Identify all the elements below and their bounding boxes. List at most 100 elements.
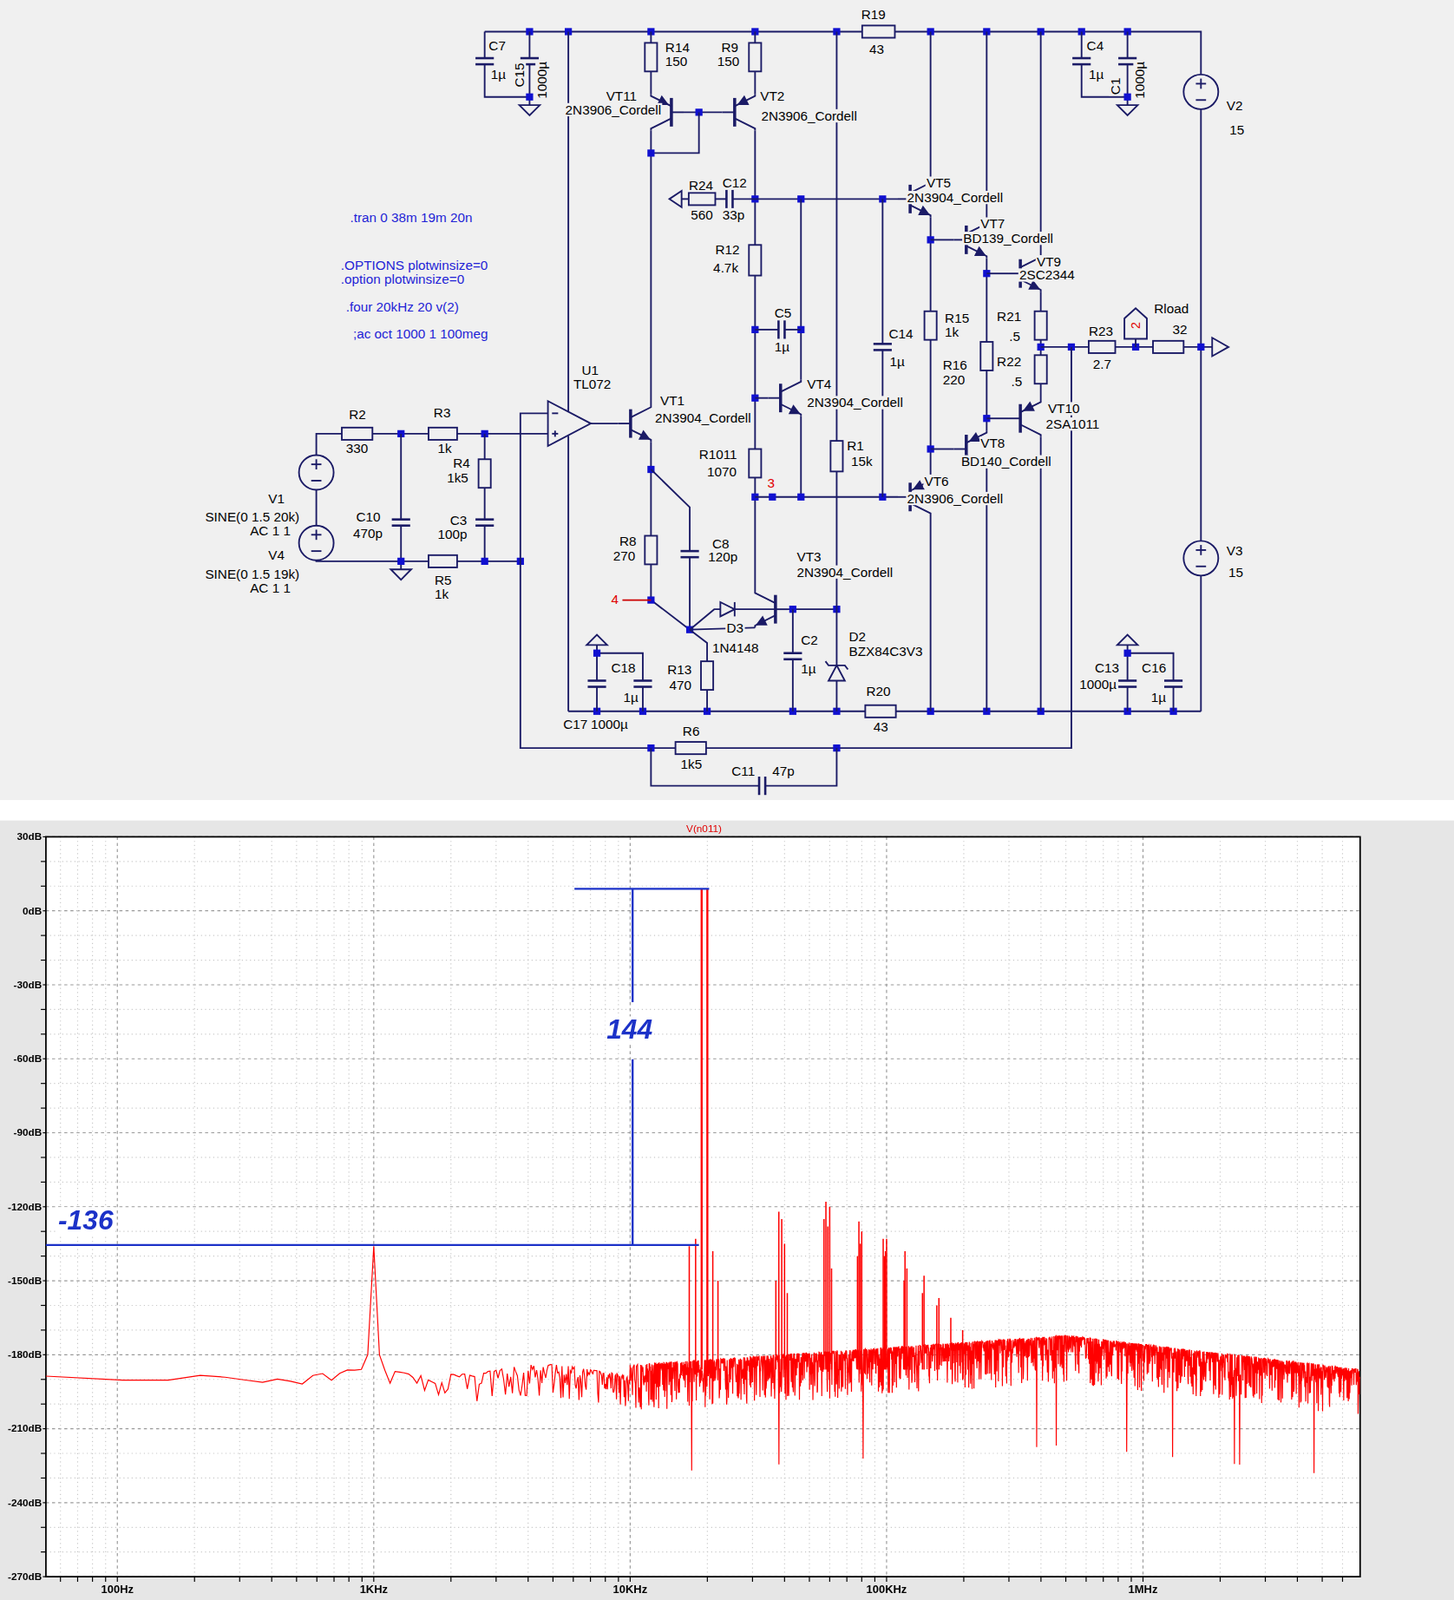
harmonic-spike: [938, 1297, 941, 1369]
junction-dot: [768, 493, 776, 501]
zener-symbol: [828, 665, 845, 682]
emitter-arrow: [975, 248, 985, 256]
wire: [1199, 575, 1202, 711]
component-label: R2: [347, 407, 367, 421]
wire: [484, 487, 486, 519]
component-label: 1k5: [679, 757, 703, 771]
wire: [1041, 346, 1089, 348]
wire: [930, 340, 932, 479]
grid-line: [1102, 836, 1104, 1577]
component-label: R20: [864, 684, 891, 698]
transistor-lead: [1020, 399, 1042, 413]
component-label: C13: [1093, 661, 1120, 675]
resistor-symbol: [1034, 311, 1048, 341]
grid-line: [45, 1279, 1361, 1281]
capacitor-plate: [680, 550, 699, 553]
noise-floor-trace: [45, 1245, 1361, 1474]
axis-label: 100Hz: [99, 1583, 135, 1595]
component-label: BZX84C3V3: [847, 644, 924, 658]
axis-label: 100KHz: [864, 1583, 908, 1595]
capacitor-plate: [633, 679, 652, 682]
grid-line: [45, 1551, 1361, 1553]
wire: [792, 609, 794, 654]
voltage-source-symbol: [1183, 74, 1219, 110]
wire: [896, 710, 1202, 713]
harmonic-spike: [784, 1243, 786, 1369]
axis-label: -60dB: [12, 1053, 43, 1064]
transistor-lead: [618, 422, 631, 425]
grid-line: [45, 1304, 1361, 1306]
grid-line: [752, 836, 754, 1577]
wire: [765, 747, 837, 786]
grid-line: [117, 836, 118, 1577]
resistor-symbol: [830, 440, 843, 472]
wire: [930, 515, 932, 712]
component-label: C10: [354, 510, 381, 524]
grid-line: [45, 885, 1361, 887]
plot-ground: [0, 820, 1454, 1600]
wire: [799, 416, 802, 498]
grid-line: [1008, 836, 1009, 1577]
resistor-symbol: [675, 741, 707, 754]
axis-label: 10KHz: [611, 1583, 649, 1595]
junction-dot: [1197, 343, 1205, 351]
grid-line: [874, 836, 876, 1577]
component-label: TL072: [572, 377, 613, 391]
component-label: R21: [995, 310, 1022, 324]
component-label: R24: [687, 178, 714, 192]
wire: [484, 433, 486, 459]
wire: [649, 71, 652, 94]
component-label: VT4: [805, 377, 832, 391]
grid-line: [45, 1452, 1361, 1454]
capacitor-plate: [392, 517, 411, 521]
grid-line: [45, 1058, 1361, 1060]
component-label: V4: [267, 548, 286, 562]
wire: [484, 31, 863, 33]
wire: [689, 609, 721, 630]
component-label: 2N3904_Cordell: [905, 190, 1004, 204]
axis-label: 0dB: [21, 905, 44, 917]
npn-transistor-symbol: [618, 405, 652, 442]
component-label: 2SA1011: [1044, 417, 1101, 431]
plus-sign: [1199, 78, 1202, 90]
wire: [457, 560, 521, 563]
capacitor-plate: [725, 189, 728, 209]
annotation-value: -136: [57, 1206, 115, 1235]
grid-line: [45, 1132, 1361, 1134]
harmonic-spike: [859, 1243, 862, 1369]
wire: [650, 469, 690, 551]
component-label: 100p: [436, 527, 468, 541]
grid-line: [1040, 836, 1042, 1577]
component-label: VT2: [759, 90, 786, 104]
component-label: Rload: [1152, 301, 1190, 315]
harmonic-spike: [922, 1292, 924, 1369]
capacitor-plate: [1072, 57, 1091, 60]
resistor-symbol: [980, 341, 993, 371]
spice-directive: .four 20kHz 20 v(2): [345, 300, 460, 314]
wire: [784, 328, 801, 331]
component-label: 1k: [943, 325, 961, 339]
capacitor-plate: [587, 685, 606, 688]
grid-line: [45, 910, 1361, 911]
wire: [835, 471, 838, 610]
spice-directive: ;ac oct 1000 1 100meg: [352, 327, 490, 341]
wire: [689, 629, 708, 662]
wire: [688, 556, 691, 630]
axis-label: -270dB: [6, 1571, 44, 1582]
component-label: 32: [1171, 322, 1188, 336]
component-label: VT7: [979, 217, 1006, 231]
annotation-line: [631, 888, 634, 1003]
transistor-lead: [1008, 417, 1021, 420]
component-label: 1k5: [445, 471, 470, 485]
grid-line: [45, 1156, 1361, 1158]
grid-line: [45, 1008, 1361, 1010]
component-label: C17: [562, 717, 589, 731]
component-label: 120p: [707, 550, 739, 564]
component-label: C11: [730, 764, 756, 778]
component-label: 560: [689, 208, 714, 222]
component-label: 2N3904_Cordell: [654, 411, 753, 425]
axis-label: 30dB: [15, 831, 43, 843]
junction-dot: [797, 493, 805, 501]
wire: [649, 31, 652, 43]
axis-label: -180dB: [6, 1349, 44, 1360]
